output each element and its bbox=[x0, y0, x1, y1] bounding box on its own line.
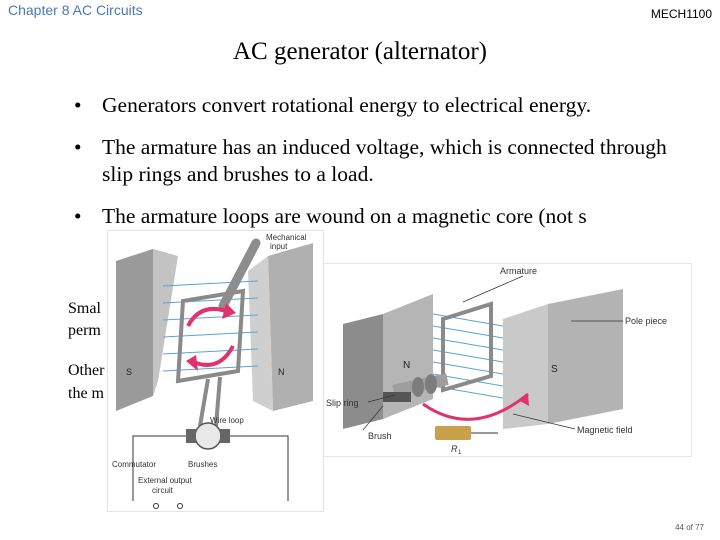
bullet-item: • The armature loops are wound on a magne… bbox=[70, 203, 690, 230]
left-magnet-face bbox=[153, 249, 178, 396]
label-mechanical-input: input bbox=[270, 242, 288, 251]
right-pole-block bbox=[548, 289, 623, 424]
label-commutator: Commutator bbox=[112, 460, 156, 469]
page-number: 44 of 77 bbox=[675, 523, 704, 532]
label-resistor-sub: 1 bbox=[458, 450, 462, 456]
label-pole-piece: Pole piece bbox=[625, 316, 667, 326]
bullet-text: The armature loops are wound on a magnet… bbox=[102, 204, 587, 228]
armature-diagram: Armature Pole piece N S Slip ring Brush … bbox=[322, 263, 692, 457]
bullet-glyph: • bbox=[74, 92, 82, 119]
commutator-icon bbox=[195, 423, 221, 449]
loop-lead bbox=[200, 379, 208, 426]
bullet-glyph: • bbox=[74, 203, 82, 230]
side-text-line: Smal bbox=[68, 298, 101, 320]
resistor-icon bbox=[435, 426, 471, 440]
slide-title: AC generator (alternator) bbox=[0, 38, 720, 66]
label-external-circuit: External output bbox=[138, 476, 193, 485]
label-south: S bbox=[551, 364, 558, 375]
bullet-item: • Generators convert rotational energy to… bbox=[70, 92, 690, 119]
terminal-icon bbox=[154, 504, 159, 509]
right-pole-face bbox=[503, 304, 548, 429]
side-text-line: the m bbox=[68, 383, 104, 405]
rotation-arrow bbox=[196, 346, 233, 365]
label-magnetic-field: Magnetic field bbox=[577, 425, 633, 435]
side-text-line: Other bbox=[68, 360, 104, 382]
slip-ring-icon bbox=[412, 377, 424, 397]
label-south: S bbox=[126, 367, 132, 377]
bullet-item: • The armature has an induced voltage, wh… bbox=[70, 134, 690, 188]
bullet-list: • Generators convert rotational energy to… bbox=[70, 92, 690, 245]
bullet-text: Generators convert rotational energy to … bbox=[102, 93, 591, 117]
bullet-glyph: • bbox=[74, 134, 82, 161]
slip-ring-icon bbox=[425, 374, 437, 394]
label-slip-ring: Slip ring bbox=[326, 398, 359, 408]
label-mechanical-input: Mechanical bbox=[266, 233, 307, 242]
label-resistor: R bbox=[451, 444, 458, 454]
armature-diagram-svg: Armature Pole piece N S Slip ring Brush … bbox=[323, 264, 691, 456]
generator-diagram-svg: Mechanical input S N Wire loop Commutato… bbox=[108, 231, 323, 511]
label-armature: Armature bbox=[500, 266, 537, 276]
left-magnet bbox=[116, 249, 153, 411]
brush-icon bbox=[186, 429, 196, 443]
label-external-circuit: circuit bbox=[152, 486, 174, 495]
generator-diagram: Mechanical input S N Wire loop Commutato… bbox=[107, 230, 324, 512]
course-code-label: MECH1100 bbox=[651, 7, 712, 21]
bullet-text: The armature has an induced voltage, whi… bbox=[102, 135, 667, 186]
brush-icon bbox=[220, 429, 230, 443]
label-north: N bbox=[403, 360, 410, 371]
rotation-arrowhead bbox=[186, 355, 198, 371]
label-wire-loop: Wire loop bbox=[210, 416, 244, 425]
left-pole-block bbox=[343, 314, 383, 429]
terminal-icon bbox=[178, 504, 183, 509]
label-brushes: Brushes bbox=[188, 460, 217, 469]
side-text-line: perm bbox=[68, 320, 101, 342]
label-brush: Brush bbox=[368, 431, 392, 441]
course-chapter-label: Chapter 8 AC Circuits bbox=[8, 2, 143, 18]
right-magnet bbox=[268, 243, 313, 411]
label-north: N bbox=[278, 367, 285, 377]
